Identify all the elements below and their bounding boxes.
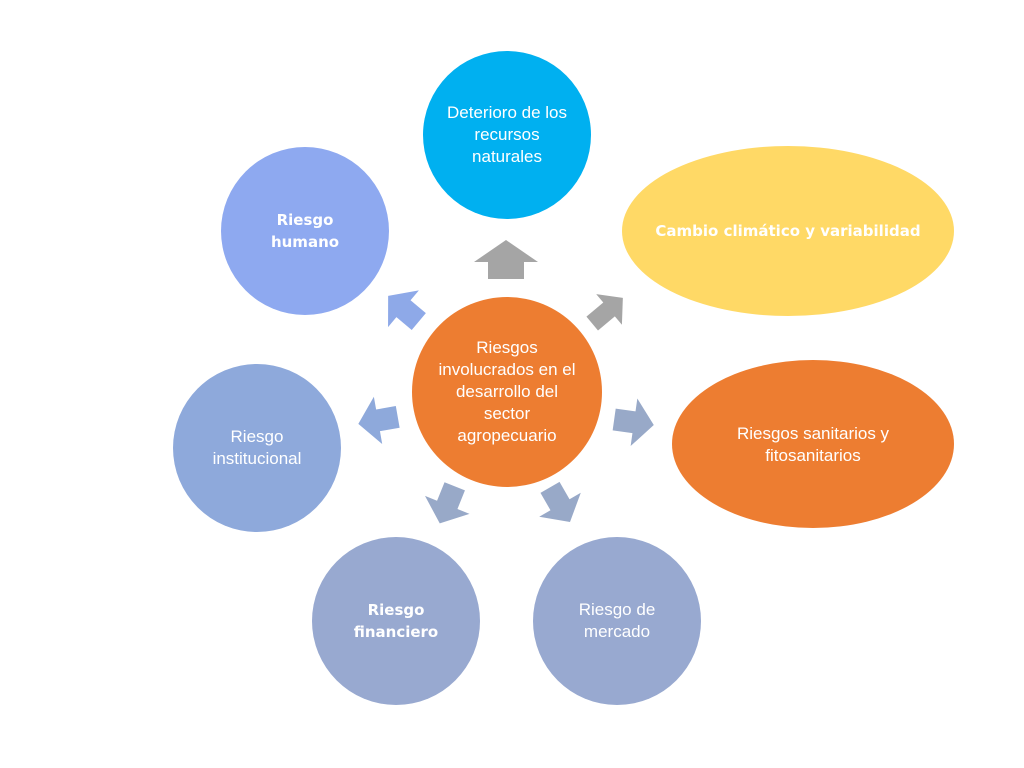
center-node-circle bbox=[412, 297, 602, 487]
node-financiero-circle bbox=[312, 537, 480, 705]
arrow-to-deterioro bbox=[474, 240, 538, 279]
arrow-to-institucional bbox=[358, 396, 400, 444]
arrow-to-mercado bbox=[539, 481, 581, 523]
arrow-to-cambio bbox=[586, 294, 623, 331]
arrow-to-humano bbox=[388, 290, 426, 330]
node-sanitarios-ellipse bbox=[672, 360, 954, 528]
node-humano-circle bbox=[221, 147, 389, 315]
arrow-to-sanitarios bbox=[612, 398, 654, 447]
arrow-to-financiero bbox=[424, 482, 470, 524]
node-mercado-circle bbox=[533, 537, 701, 705]
node-deterioro-circle bbox=[423, 51, 591, 219]
node-cambio-ellipse bbox=[622, 146, 954, 316]
node-institucional-circle bbox=[173, 364, 341, 532]
